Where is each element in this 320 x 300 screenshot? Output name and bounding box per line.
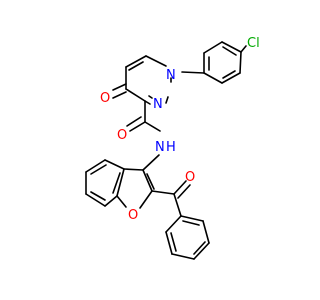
bond (142, 169, 153, 192)
bond (165, 96, 169, 104)
furan-oxygen-label: O (128, 208, 138, 223)
bond (165, 231, 173, 255)
amide-nitrogen-label: N (155, 140, 165, 155)
bond (177, 184, 191, 199)
bond (129, 121, 146, 132)
bond (222, 46, 237, 56)
bond (239, 51, 242, 74)
bond (173, 180, 187, 195)
bond (170, 232, 177, 252)
bond (182, 220, 200, 226)
bond (125, 55, 147, 68)
bond (148, 95, 153, 99)
bond (85, 159, 106, 173)
bond (90, 191, 106, 201)
bond (222, 70, 236, 79)
pyridazine-n2-label: N (153, 97, 163, 112)
bond (203, 41, 223, 54)
bond (173, 193, 182, 217)
chlorine-atom-label: Cl (247, 36, 260, 51)
bond (221, 72, 241, 84)
bond (240, 45, 247, 53)
bond (126, 116, 142, 127)
bond (151, 190, 175, 195)
bond-layer (85, 41, 247, 260)
bond (116, 168, 125, 197)
bond (104, 195, 118, 207)
bond (202, 220, 210, 244)
pyridazine-n1-label: N (166, 68, 176, 83)
bond (203, 72, 223, 84)
bond (116, 195, 127, 208)
bond (112, 83, 127, 91)
bond (165, 215, 182, 233)
bond (123, 168, 144, 171)
bond (144, 121, 161, 132)
bond (180, 215, 204, 222)
bond (128, 61, 144, 71)
bond (104, 159, 125, 170)
bond (193, 241, 206, 255)
atom-label-layer: Cl N N O O N H O O (100, 36, 260, 223)
molecule-canvas: Cl N N O O N H O O (85, 36, 260, 260)
ketone-oxygen-label: O (100, 91, 110, 106)
amide-oxygen-label: O (117, 128, 127, 143)
bond (112, 172, 121, 194)
bond (139, 190, 153, 209)
bond (112, 91, 127, 99)
bond (125, 88, 146, 102)
bond (221, 41, 242, 53)
bond (85, 193, 106, 207)
molecule-structure: Cl N N O O N H O O (85, 36, 260, 260)
bond (142, 154, 160, 171)
amide-hydrogen-label: H (166, 140, 176, 155)
bond (145, 55, 167, 67)
bond (193, 242, 210, 260)
bond (144, 100, 151, 105)
bond (171, 253, 195, 260)
bond (146, 173, 155, 190)
bond (90, 164, 107, 175)
bond (181, 71, 205, 74)
benzoyl-oxygen-label: O (185, 170, 195, 185)
